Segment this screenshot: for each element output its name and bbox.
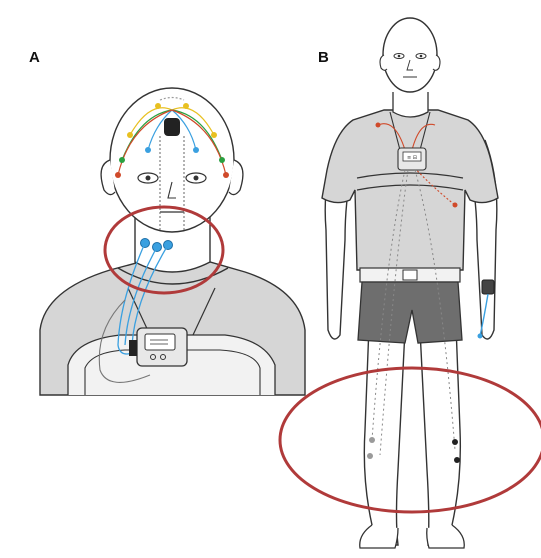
panel-b-head: [383, 18, 437, 92]
panel-b-shirt: [322, 110, 498, 270]
panel-b-recorder-device: ≡ ⊟: [398, 148, 426, 170]
panel-b-highlight-ring: [280, 368, 541, 512]
device-screen-text: ≡ ⊟: [407, 155, 417, 161]
panel-b-shorts: [358, 282, 462, 343]
panel-a-headgear-hub: [164, 118, 180, 136]
panel-a-recorder-device: [129, 328, 187, 366]
panel-a-figure: [40, 88, 305, 395]
panel-b-figure: ≡ ⊟: [280, 18, 541, 548]
